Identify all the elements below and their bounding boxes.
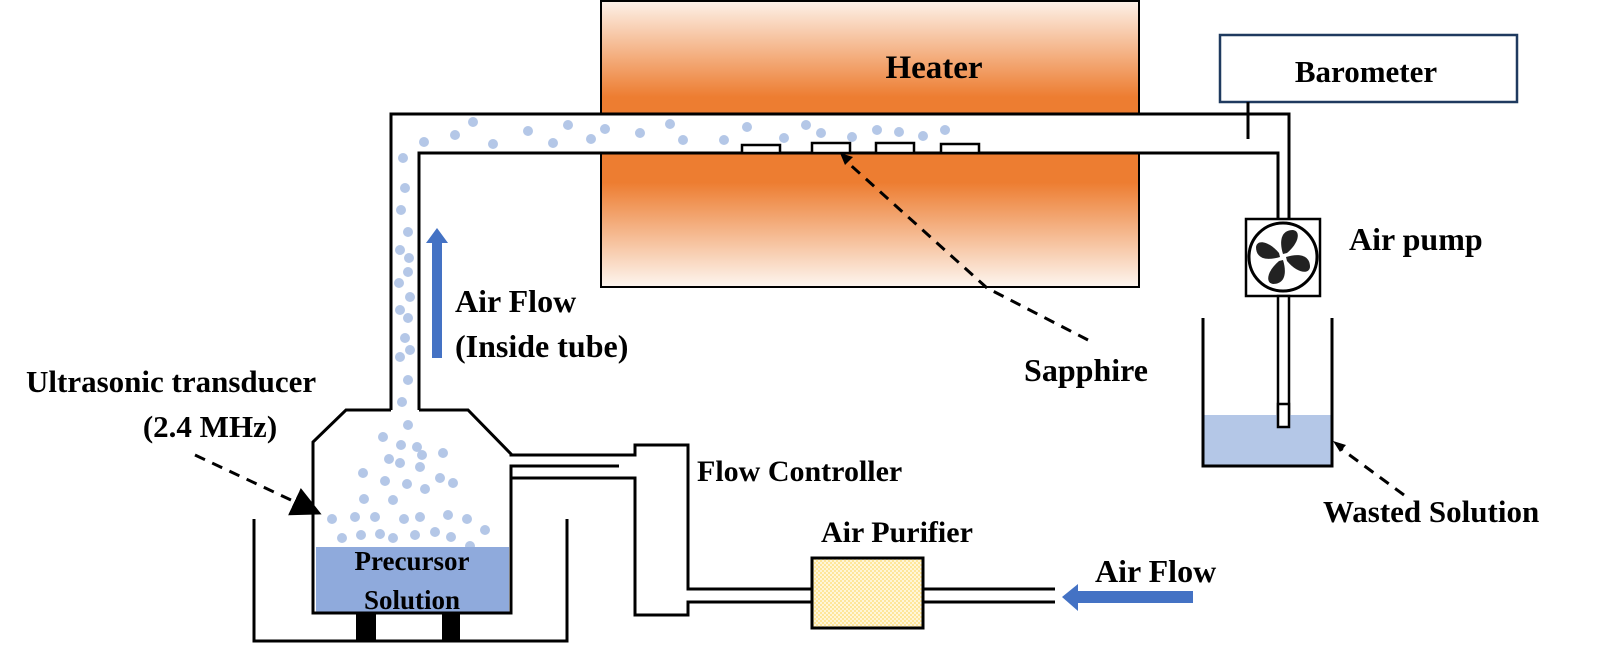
wasted-pointer-arrowhead-icon — [1333, 441, 1346, 452]
air-flow-inside-note: (Inside tube) — [455, 328, 628, 364]
aerosol-droplets — [327, 117, 950, 551]
sapphire-substrate — [939, 142, 981, 155]
beaker-wall — [1201, 318, 1334, 468]
air-flow-inside-label: Air Flow — [455, 283, 576, 319]
barometer-box — [1218, 33, 1519, 104]
sapphire-pointer — [844, 159, 989, 290]
air-flow-inlet-arrow-icon — [1062, 584, 1193, 611]
air-flow-inlet: Air Flow — [1062, 553, 1216, 611]
fan-ring — [1247, 221, 1319, 293]
tube-channel — [601, 115, 1139, 152]
chamber-wall-right — [419, 408, 619, 457]
heater: Heater — [600, 0, 1140, 288]
flow-controller-body-lower — [511, 476, 812, 617]
wasted-solution-label: Wasted Solution — [1323, 494, 1539, 529]
chamber-wall — [311, 408, 619, 615]
flow-controller-label: Flow Controller — [697, 455, 902, 488]
precursor-label-line1: Precursor — [355, 546, 470, 576]
sapphire-substrates — [740, 141, 981, 155]
heater-label: Heater — [885, 50, 982, 86]
heater-bottom-block — [600, 152, 1140, 288]
wasted-solution-liquid — [1203, 415, 1332, 465]
nebulizer-chamber: Precursor Solution — [252, 408, 619, 643]
air-purifier: Air Purifier — [810, 516, 1055, 630]
barometer: Barometer — [1218, 33, 1519, 139]
sapphire-substrate — [810, 141, 852, 155]
sapphire-label: Sapphire — [1024, 352, 1148, 388]
fan-icon — [1256, 230, 1310, 284]
air-flow-inlet-label: Air Flow — [1095, 553, 1216, 589]
air-pump-label: Air pump — [1349, 221, 1483, 257]
transducer-pointer — [194, 453, 322, 516]
waste-beaker: Wasted Solution — [1201, 318, 1539, 529]
precursor-solution-liquid — [316, 547, 509, 613]
transducer-leg — [442, 613, 460, 641]
air-purifier-label: Air Purifier — [821, 516, 973, 549]
barometer-label: Barometer — [1295, 54, 1438, 89]
air-purifier-body — [810, 556, 925, 630]
wasted-solution-pointer — [1339, 446, 1405, 497]
sapphire-substrate — [874, 141, 916, 155]
sapphire-pointer-arrowhead-icon — [840, 153, 853, 165]
sapphire-annotation: Sapphire — [840, 153, 1148, 388]
air-pump: Air pump — [1244, 217, 1483, 298]
air-flow-inside: Air Flow (Inside tube) — [426, 228, 628, 364]
transducer-frequency-label: (2.4 MHz) — [143, 409, 277, 444]
flow-controller-body — [511, 443, 812, 591]
sapphire-substrate — [740, 143, 782, 155]
air-flow-up-arrow-icon — [426, 228, 448, 358]
transducer-leg — [356, 613, 376, 641]
sapphire-pointer-lower — [986, 286, 1089, 342]
transducer-label: Ultrasonic transducer — [26, 364, 316, 399]
heater-top-block — [600, 0, 1140, 115]
transducer-annotation: Ultrasonic transducer (2.4 MHz) — [26, 364, 322, 516]
flow-controller — [511, 443, 812, 617]
precursor-label-line2: Solution — [364, 585, 460, 615]
